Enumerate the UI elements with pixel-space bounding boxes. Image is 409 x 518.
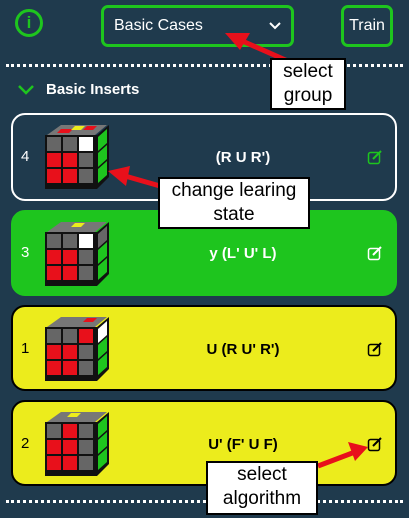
case-number: 1 — [21, 340, 30, 357]
chevron-down-icon — [269, 19, 281, 33]
divider-bottom — [6, 500, 403, 503]
case-number: 3 — [21, 244, 30, 261]
edit-icon[interactable] — [367, 436, 383, 452]
case-number: 4 — [21, 148, 30, 165]
top-bar: i Basic Cases Train — [0, 0, 409, 58]
case-number: 2 — [21, 435, 30, 452]
edit-icon[interactable] — [367, 341, 383, 357]
train-button[interactable]: Train — [341, 5, 393, 47]
callout-select-algorithm: select algorithm — [206, 461, 318, 515]
cube-diagram — [45, 317, 109, 381]
group-select-value: Basic Cases — [114, 17, 203, 34]
chevron-down-icon[interactable] — [18, 82, 34, 96]
cube-diagram — [45, 222, 109, 286]
cube-diagram — [45, 125, 109, 189]
case-algorithm: U (R U' R') — [206, 341, 280, 358]
case-algorithm: y (L' U' L) — [209, 245, 277, 262]
case-card-1[interactable]: 1 U (R U' R') — [11, 305, 397, 391]
group-select[interactable]: Basic Cases — [101, 5, 294, 47]
section-header-basic-inserts[interactable]: Basic Inserts — [18, 78, 139, 100]
case-card-2[interactable]: 2 U' (F' U F) — [11, 400, 397, 486]
case-algorithm: U' (F' U F) — [208, 436, 278, 453]
info-icon[interactable]: i — [15, 9, 43, 37]
case-algorithm: (R U R') — [215, 149, 271, 166]
edit-icon[interactable] — [367, 245, 383, 261]
edit-icon[interactable] — [367, 149, 383, 165]
callout-select-group: select group — [270, 58, 346, 110]
cube-diagram — [45, 412, 109, 476]
divider-top — [6, 64, 403, 67]
callout-change-state: change learing state — [158, 177, 310, 229]
section-title: Basic Inserts — [46, 80, 140, 98]
